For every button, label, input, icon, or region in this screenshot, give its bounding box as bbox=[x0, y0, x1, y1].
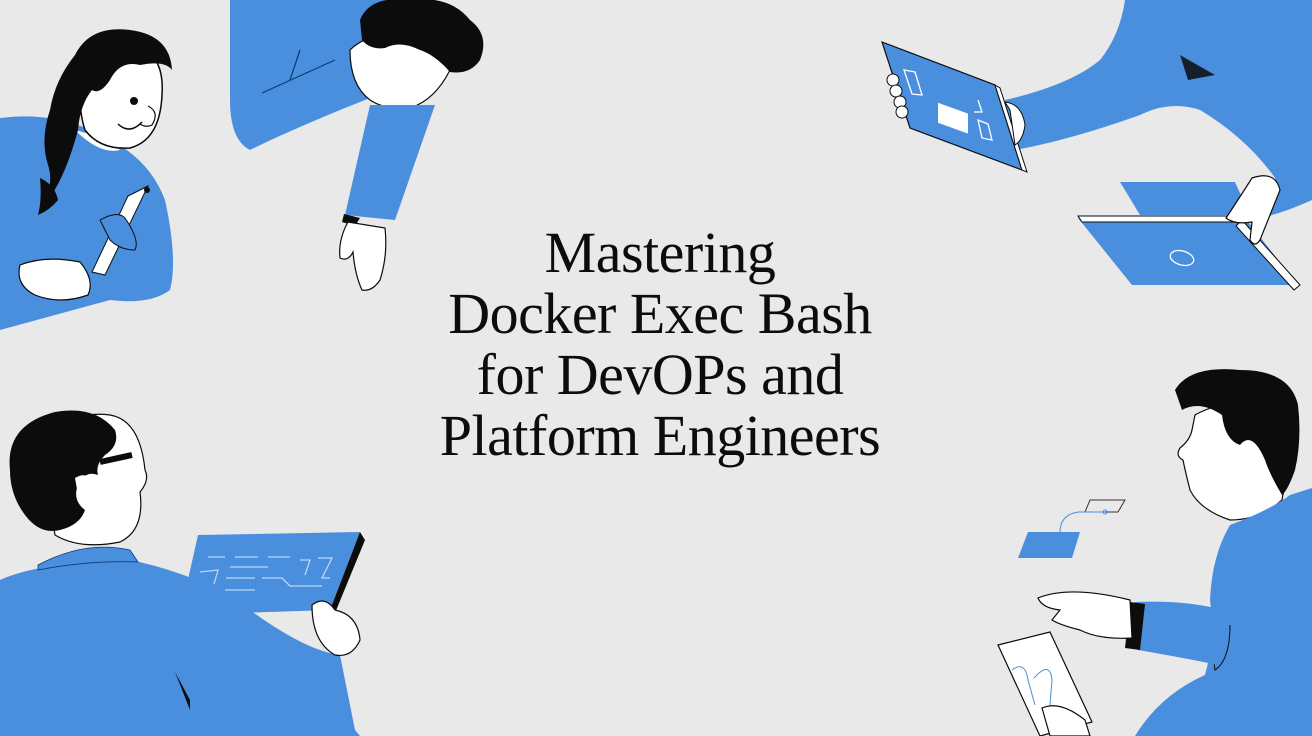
hero-title-line-1: Mastering bbox=[544, 220, 776, 285]
man-with-glasses-tablet-illustration bbox=[0, 410, 365, 736]
woman-with-tool-illustration bbox=[0, 29, 174, 330]
hands-with-tablet-and-laptop-illustration bbox=[881, 0, 1312, 291]
hero-title-line-4: Platform Engineers bbox=[439, 403, 881, 468]
hero-title-line-3: for DevOPs and bbox=[476, 342, 844, 407]
man-with-cards-tablet-illustration bbox=[997, 369, 1312, 736]
hero-title-line-2: Docker Exec Bash bbox=[448, 281, 872, 346]
person-reaching-down-illustration bbox=[230, 0, 484, 291]
hero-title: Mastering Docker Exec Bash for DevOPs an… bbox=[360, 222, 960, 466]
